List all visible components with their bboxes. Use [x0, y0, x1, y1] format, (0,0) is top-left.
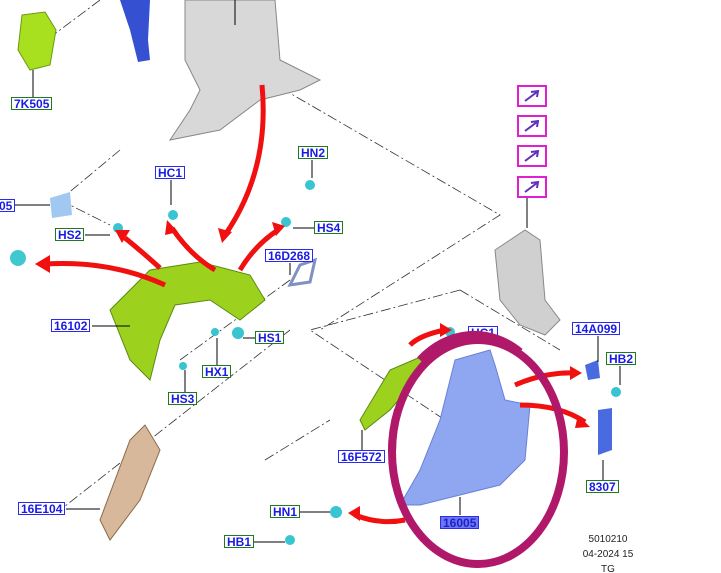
- callout-14a099[interactable]: 14A099: [572, 322, 621, 336]
- callout-7k505[interactable]: 7K505: [11, 97, 53, 111]
- part-14a099: [585, 360, 600, 380]
- callout-16d268[interactable]: 16D268: [265, 249, 314, 263]
- callout-hb2[interactable]: HB2: [606, 352, 637, 366]
- attachment-link-icon[interactable]: [517, 85, 547, 107]
- diagram-initials: TG: [601, 564, 615, 573]
- part-16e104: [99, 424, 161, 541]
- fasteners: [113, 180, 621, 545]
- part-grey-panel: [168, 0, 322, 141]
- callout-8307[interactable]: 8307: [586, 480, 619, 494]
- callout-hs4[interactable]: HS4: [314, 221, 344, 235]
- attachment-link-icon[interactable]: [517, 115, 547, 137]
- part-16102-liner: [109, 261, 266, 381]
- callout-hn1[interactable]: HN1: [270, 505, 301, 519]
- phantom-lines: [39, 0, 561, 511]
- callout-hc1-2[interactable]: HC1: [468, 326, 499, 340]
- callout-hs3[interactable]: HS3: [168, 392, 198, 406]
- arrow-heads: [35, 220, 590, 521]
- leader-lines: [15, 0, 621, 543]
- callout-hs2[interactable]: HS2: [55, 228, 85, 242]
- callout-16f572[interactable]: 16F572: [338, 450, 385, 464]
- callout-16e104[interactable]: 16E104: [18, 502, 66, 516]
- attachment-link-icon[interactable]: [517, 145, 547, 167]
- diagram-code: 5010210: [588, 534, 628, 545]
- part-7k505: [17, 11, 57, 71]
- attachment-link-icon[interactable]: [517, 176, 547, 198]
- callout-hs1[interactable]: HS1: [255, 331, 285, 345]
- callout-16005-selected[interactable]: 16005: [440, 516, 480, 530]
- part-05: [50, 192, 72, 218]
- callout-hx1[interactable]: HX1: [202, 365, 232, 379]
- part-16005-fender: [399, 349, 531, 506]
- clip-part: [10, 250, 26, 266]
- diagram-date: 04-2024 15: [582, 549, 634, 560]
- part-blue-bracket: [120, 0, 150, 62]
- part-grey-pillar: [494, 229, 561, 336]
- part-16d268: [287, 257, 318, 287]
- part-8307: [598, 408, 612, 455]
- callout-hc1[interactable]: HC1: [155, 166, 186, 180]
- callout-16102[interactable]: 16102: [51, 319, 91, 333]
- callout-hb1[interactable]: HB1: [224, 535, 255, 549]
- callout-hn2[interactable]: HN2: [298, 146, 329, 160]
- callout-05[interactable]: 05: [0, 199, 16, 213]
